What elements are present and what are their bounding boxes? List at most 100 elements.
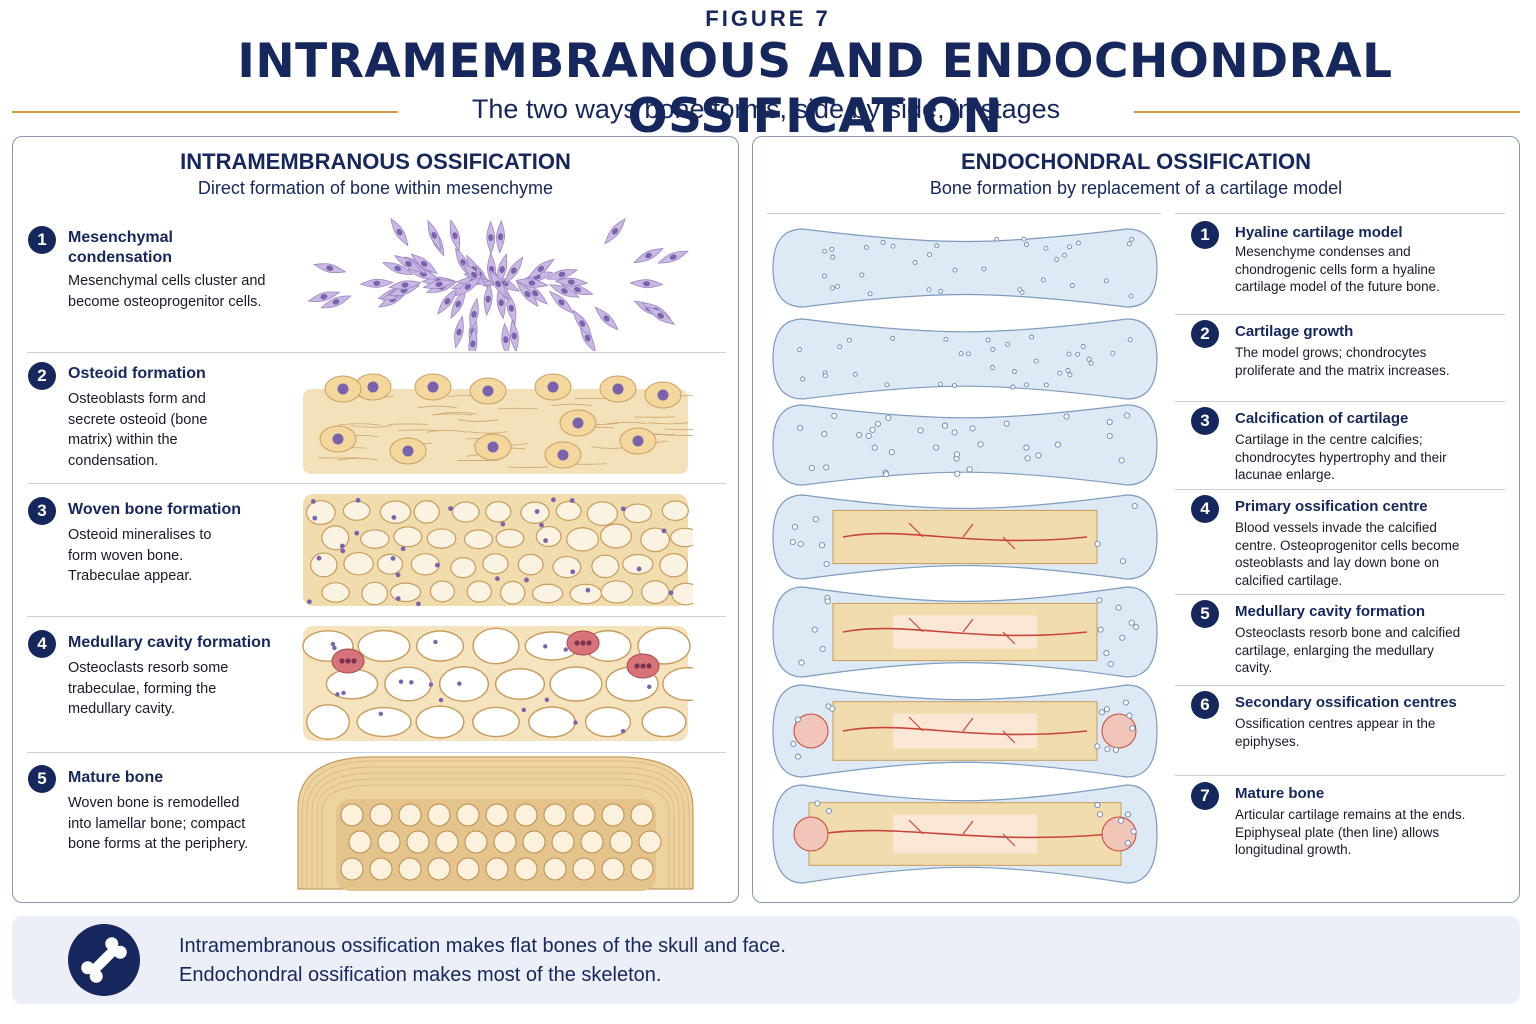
lamella-line xyxy=(321,784,670,889)
chondrocyte xyxy=(951,429,958,436)
chondrocyte xyxy=(1118,457,1125,464)
trabecular-space xyxy=(622,553,654,575)
chondrocyte xyxy=(890,243,896,249)
osteoid-fiber xyxy=(337,457,378,461)
osteocyte xyxy=(428,682,434,687)
osteoclast-nucleus xyxy=(586,640,592,646)
osteoclast-nucleus xyxy=(345,658,351,664)
chondrocyte xyxy=(1124,840,1131,847)
secondary-ossification-centre xyxy=(1101,713,1137,749)
chondrocyte xyxy=(1124,811,1132,818)
chondrocyte xyxy=(837,344,843,350)
cartilage-model xyxy=(772,404,1158,486)
chondrocyte xyxy=(884,382,890,388)
osteocyte xyxy=(573,720,578,725)
spongy-pore xyxy=(485,803,509,827)
chondrocyte xyxy=(830,285,836,291)
trabecular-space xyxy=(640,527,670,553)
mesenchymal-cell xyxy=(320,295,352,309)
mesenchymal-cell xyxy=(359,278,394,288)
osteocyte xyxy=(543,538,549,544)
step-description: Blood vessels invade the calcified centr… xyxy=(1235,520,1460,588)
chondrocyte xyxy=(1035,452,1042,459)
osteocyte xyxy=(543,644,548,649)
chondrocyte xyxy=(941,422,948,429)
chondrocyte xyxy=(823,560,830,568)
osteocyte xyxy=(457,681,462,686)
osteoblast-nucleus xyxy=(657,389,669,401)
osteoclast-nucleus xyxy=(640,663,646,669)
medullary-space xyxy=(641,706,687,738)
chondrocyte xyxy=(865,432,872,440)
chondrocyte xyxy=(831,412,838,419)
osteoblast-nucleus xyxy=(557,449,569,461)
chondrocyte xyxy=(823,464,830,471)
chondrocyte xyxy=(1130,828,1137,835)
spongy-pore xyxy=(580,830,604,854)
osteocyte xyxy=(332,645,337,651)
osteoid-fiber xyxy=(648,422,689,425)
chondrocyte xyxy=(1104,746,1111,753)
mesenchymal-cell xyxy=(515,278,549,288)
mesenchymal-cell xyxy=(629,279,664,289)
osteoid-fiber xyxy=(664,428,693,431)
chondrocyte xyxy=(1106,418,1113,426)
lamella-line xyxy=(306,766,685,889)
chondrocyte xyxy=(1127,337,1133,343)
trabecular-space xyxy=(659,553,689,578)
chondrocyte xyxy=(917,427,924,434)
step-divider xyxy=(27,483,726,484)
spongy-pore xyxy=(348,830,372,854)
chondrocyte xyxy=(969,425,976,432)
secondary-ossification-centre xyxy=(793,816,829,852)
step-description: Ossification centres appear in the epiph… xyxy=(1235,716,1436,749)
secondary-ossification-centre xyxy=(793,713,829,749)
medullary-space xyxy=(528,706,576,738)
chondrocyte xyxy=(958,351,964,357)
osteoid-fiber xyxy=(606,421,647,425)
trabecular-space xyxy=(321,582,350,603)
mature-bone-illustration xyxy=(297,756,694,891)
chondrocyte xyxy=(1131,502,1138,510)
osteocyte xyxy=(668,590,674,596)
chondrocyte xyxy=(1075,351,1081,357)
subtitle-rule-left xyxy=(12,111,398,113)
chondrocyte xyxy=(863,244,869,250)
endochondral-bone-stage xyxy=(772,684,1158,778)
medullary-space xyxy=(384,666,432,702)
intramembranous-title: INTRAMEMBRANOUS OSSIFICATION xyxy=(180,149,571,174)
spongy-pore xyxy=(638,830,662,854)
step-title: Osteoid formation xyxy=(68,365,206,382)
mesenchymal-cell xyxy=(633,248,664,264)
spongy-pore xyxy=(456,857,480,881)
mesenchymal-cell xyxy=(313,263,347,274)
medullary-space xyxy=(438,666,490,702)
step-divider xyxy=(1175,314,1505,315)
osteoid-formation-illustration xyxy=(303,373,693,474)
chondrocyte xyxy=(1133,623,1140,630)
chondrocyte xyxy=(1119,634,1126,641)
osteocyte xyxy=(398,679,404,684)
osteocyte xyxy=(312,515,318,521)
spongy-pore xyxy=(398,803,422,827)
chondrocyte xyxy=(1107,660,1115,668)
chondrocyte xyxy=(1024,382,1030,388)
medullary-cavity xyxy=(893,615,1037,649)
trabecular-space xyxy=(379,500,412,524)
trabecular-space xyxy=(342,500,371,521)
step-description: Osteoclasts resorb bone and calcified ca… xyxy=(1235,625,1461,675)
chondrocyte xyxy=(1017,287,1023,293)
step-description: Mesenchyme condenses and chondrogenic ce… xyxy=(1235,244,1440,294)
osteocyte xyxy=(551,497,556,503)
mesenchymal-cell xyxy=(548,284,581,298)
chondrocyte xyxy=(1124,412,1131,419)
mesenchymal-cell xyxy=(496,253,508,286)
mesenchymal-cell xyxy=(489,269,507,299)
step-number-badge: 2 xyxy=(1191,320,1219,348)
chondrocyte xyxy=(965,351,971,357)
chondrocyte xyxy=(822,248,828,254)
chondrocyte xyxy=(885,414,892,421)
chondrocyte xyxy=(1098,709,1105,716)
spongy-pore xyxy=(551,830,575,854)
step-number-badge: 6 xyxy=(1191,691,1219,719)
